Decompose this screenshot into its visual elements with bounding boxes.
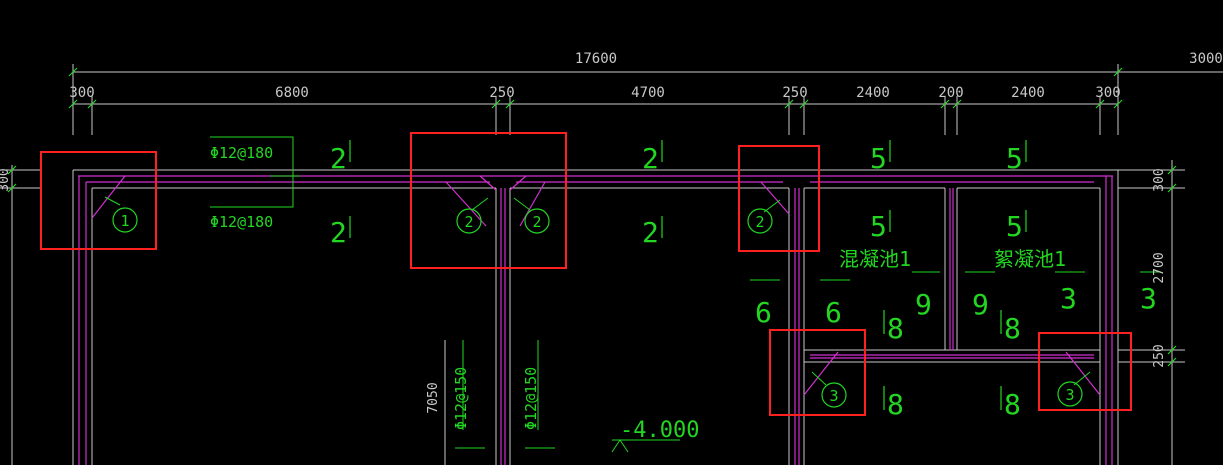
left-dim-top: 300 [0,168,12,191]
svg-text:2: 2 [532,213,541,231]
svg-text:8: 8 [887,312,904,345]
dimension-lines [0,64,1223,465]
segment-dim-6: 2400 [856,85,890,101]
highlight-box-corner-left [40,151,157,250]
overall-right-dimension: 3000 [1189,51,1223,67]
segment-dim-2: 6800 [275,85,309,101]
rebar-spec-top-outer: Φ12@180 [210,144,273,162]
svg-text:2: 2 [464,213,473,231]
overall-dimension: 17600 [575,51,617,67]
segment-dim-1: 300 [69,85,94,101]
svg-text:6: 6 [755,296,772,329]
section-mark-bars [349,140,1027,410]
svg-text:5: 5 [1006,210,1023,243]
svg-text:5: 5 [870,210,887,243]
right-dim-3: 250 [1152,344,1167,367]
svg-text:2: 2 [642,216,659,249]
rebar-spec-labels: Φ12@180 Φ12@180 Φ12@150 Φ12@150 [210,144,540,430]
svg-text:1: 1 [120,212,129,230]
right-dim-2: 2700 [1152,252,1167,283]
svg-text:2: 2 [642,142,659,175]
svg-text:5: 5 [870,142,887,175]
svg-text:9: 9 [915,288,932,321]
dimension-ticks [7,67,1177,367]
highlight-box-junction-mid [410,132,567,269]
svg-text:2: 2 [755,213,764,231]
svg-text:8: 8 [1004,388,1021,421]
elevation-label: -4.000 [620,418,699,443]
rebar-lines [78,175,1113,465]
detail-marker-3a [821,382,847,408]
svg-text:2: 2 [330,142,347,175]
segment-dim-8: 2400 [1011,85,1045,101]
segment-dim-4: 4700 [631,85,665,101]
detail-marker-2b [524,208,550,234]
highlight-box-junction-right [738,145,820,252]
svg-text:8: 8 [887,388,904,421]
detail-marker-2c [747,208,773,234]
segment-dim-9: 300 [1095,85,1120,101]
highlight-box-tank-left [769,329,866,416]
dimension-labels: 17600 3000 300 6800 250 4700 250 2400 20… [69,51,1223,101]
svg-text:3: 3 [829,387,838,405]
leader-lines [104,136,1160,453]
rebar-spec-vertical-left: Φ12@150 [452,367,470,430]
rebar-spec-top-inner: Φ12@180 [210,213,273,231]
segment-dim-5: 250 [782,85,807,101]
wall-outlines [72,169,1119,465]
right-tank-label: 絮凝池1 [994,247,1066,271]
svg-text:3: 3 [1065,386,1074,404]
section-marks: 2 2 5 5 2 2 5 5 6 6 9 9 3 3 8 8 8 8 [330,142,1157,421]
detail-markers [112,207,1083,408]
left-tank-label: 混凝池1 [839,247,911,271]
detail-marker-3b [1057,381,1083,407]
vertical-dimension-labels: 300 2700 250 300 7050 [0,168,1167,413]
svg-text:3: 3 [1140,282,1157,315]
detail-marker-2a [456,208,482,234]
svg-text:5: 5 [1006,142,1023,175]
room-labels: 混凝池1 絮凝池1 [839,247,1066,271]
detail-marker-1 [112,207,138,233]
rebar-spec-vertical-right: Φ12@150 [522,367,540,430]
highlight-box-tank-right [1038,332,1132,411]
svg-text:9: 9 [972,288,989,321]
svg-text:3: 3 [1060,282,1077,315]
segment-dim-3: 250 [489,85,514,101]
svg-text:6: 6 [825,296,842,329]
highlight-boxes [40,132,1132,416]
right-dim-1: 300 [1152,168,1167,191]
left-dim-7050: 7050 [426,382,441,413]
svg-text:2: 2 [330,216,347,249]
segment-dim-7: 200 [938,85,963,101]
detail-marker-labels: 1 2 2 2 3 3 [120,212,1074,405]
svg-text:8: 8 [1004,312,1021,345]
